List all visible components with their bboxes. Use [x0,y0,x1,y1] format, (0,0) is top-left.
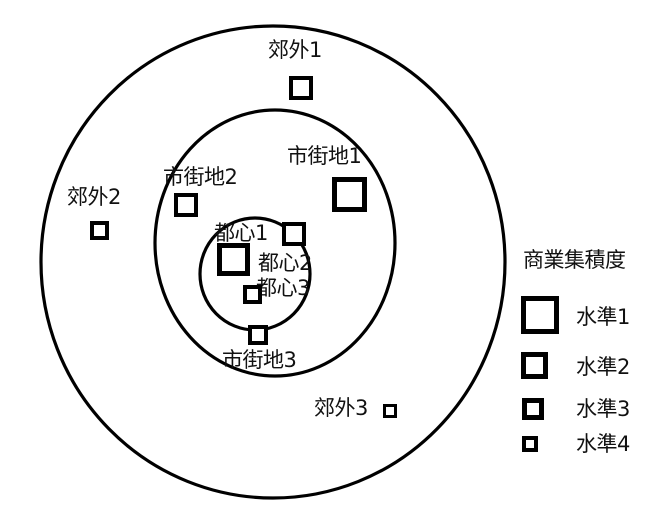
marker-label-toshin3: 都心3 [256,276,310,300]
marker-square-shigaichi3 [248,325,268,345]
marker-label-shigaichi2: 市街地2 [163,165,238,189]
outer-ring-kogai [39,24,507,500]
legend-swatch-level1 [521,296,559,334]
marker-label-kogai3: 郊外3 [314,396,368,420]
legend-swatch-level4 [522,436,538,452]
legend-label-level4: 水準4 [576,432,630,456]
marker-square-kogai3 [383,404,397,418]
marker-square-kogai2 [90,221,109,240]
legend-row-level3: 水準3 [514,398,654,426]
legend-swatch-level2 [521,352,548,379]
marker-square-kogai1 [289,76,313,100]
legend-label-level1: 水準1 [576,305,630,329]
marker-label-kogai2: 郊外2 [67,185,121,209]
marker-square-toshin3 [243,285,262,304]
marker-label-toshin2: 都心2 [258,251,312,275]
marker-square-toshin2 [282,222,306,246]
marker-label-shigaichi3: 市街地3 [222,348,297,372]
legend-row-level2: 水準2 [514,352,654,384]
marker-label-kogai1: 郊外1 [268,38,322,62]
legend-title: 商業集積度 [523,248,626,272]
marker-square-shigaichi1 [332,177,367,212]
marker-label-shigaichi1: 市街地1 [287,144,362,168]
legend-row-level4: 水準4 [514,432,654,458]
marker-square-toshin1 [217,243,250,276]
legend-label-level3: 水準3 [576,397,630,421]
marker-label-toshin1: 都心1 [214,221,268,245]
legend-swatch-level3 [522,398,544,420]
legend-row-level1: 水準1 [514,296,654,338]
legend: 商業集積度 水準1 水準2 水準3 水準4 [514,250,654,470]
middle-ring-shigaichi [153,108,397,378]
legend-label-level2: 水準2 [576,355,630,379]
marker-square-shigaichi2 [174,193,198,217]
